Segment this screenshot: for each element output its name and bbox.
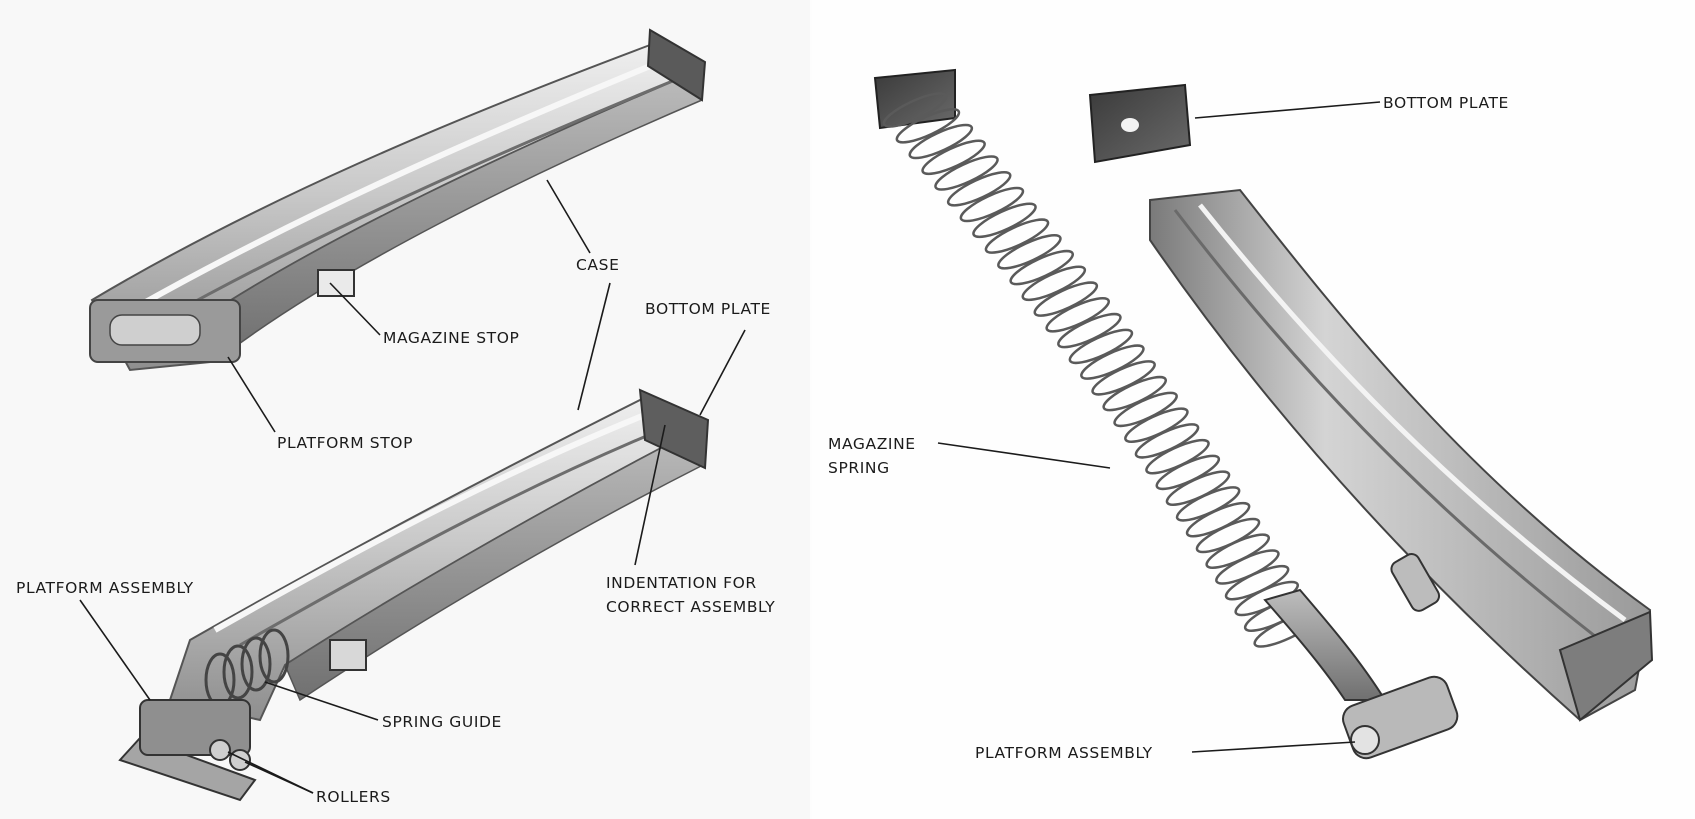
leader-indentation	[634, 424, 666, 566]
magazine-case-right	[1149, 188, 1654, 722]
label-bottom-plate-left: BOTTOM PLATE	[645, 300, 771, 318]
bottom-plate-detached	[1088, 83, 1192, 164]
label-case: CASE	[576, 256, 620, 274]
leader-platform-assembly-right	[1191, 741, 1356, 753]
leader-platform-stop	[227, 356, 276, 433]
spring-coil	[984, 218, 1050, 254]
magazine-spring	[873, 68, 1459, 760]
spring-coil	[1057, 312, 1122, 349]
leader-spring-guide	[264, 681, 379, 721]
leader-case-top	[546, 179, 591, 254]
magazine-case-bottom	[118, 388, 710, 802]
leader-platform-assembly-left	[79, 599, 151, 701]
label-magazine-spring: MAGAZINE SPRING	[828, 432, 916, 480]
spring-coil	[997, 234, 1062, 270]
spring-coil	[882, 92, 948, 128]
label-rollers: ROLLERS	[316, 788, 391, 806]
label-platform-assembly-right: PLATFORM ASSEMBLY	[975, 744, 1153, 762]
spring-coil	[1009, 249, 1074, 286]
spring-coil	[946, 171, 1012, 207]
label-indentation-line1: INDENTATION FOR	[606, 574, 757, 592]
label-magazine-stop: MAGAZINE STOP	[383, 329, 520, 347]
label-platform-stop: PLATFORM STOP	[277, 434, 414, 452]
leader-case-bottom	[577, 282, 611, 411]
label-indentation-line2: CORRECT ASSEMBLY	[606, 598, 776, 616]
leader-bottom-plate-left	[699, 329, 746, 416]
spring-coil	[1045, 297, 1110, 333]
spring-coil	[895, 108, 961, 144]
leader-magazine-spring	[937, 442, 1111, 469]
spring-coil	[908, 123, 974, 160]
leader-lines	[79, 101, 1381, 794]
spring-coil	[959, 186, 1025, 223]
label-magazine-spring-line2: SPRING	[828, 459, 890, 477]
spring-coil	[1033, 281, 1099, 317]
label-magazine-spring-line1: MAGAZINE	[828, 435, 916, 453]
spring-coil	[934, 155, 999, 191]
leader-magazine-stop	[329, 282, 381, 336]
magazine-case-top	[89, 28, 707, 372]
spring-coil	[972, 202, 1037, 239]
label-bottom-plate-right: BOTTOM PLATE	[1383, 94, 1509, 112]
label-spring-guide: SPRING GUIDE	[382, 713, 502, 731]
label-platform-assembly-left: PLATFORM ASSEMBLY	[16, 579, 194, 597]
label-indentation: INDENTATION FOR CORRECT ASSEMBLY	[606, 571, 775, 619]
leader-roller-2	[244, 761, 314, 794]
spring-coil	[921, 139, 986, 176]
spring-coil	[1021, 265, 1087, 302]
leader-bottom-plate-right	[1194, 101, 1381, 119]
